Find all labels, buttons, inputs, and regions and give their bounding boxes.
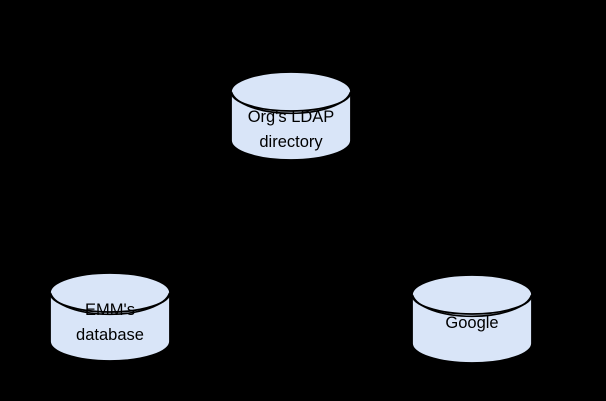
node-label-line: directory [259,133,323,151]
database-cylinder-icon [230,71,352,161]
node-google: Google [410,273,534,367]
node-label-org-ldap-directory: Org's LDAP directory [229,105,353,155]
node-label-google: Google [410,311,534,336]
node-label-line: EMM's [85,301,135,319]
database-cylinder-icon [49,272,171,362]
node-emm-database: EMM's database [48,271,172,365]
cylinder-inner-arc [411,294,533,318]
cylinder-top-ellipse [411,274,533,315]
node-label-line: Google [445,314,499,332]
node-label-emm-database: EMM's database [48,298,172,348]
node-label-line: database [76,326,144,344]
cylinder-top-ellipse [230,71,352,112]
cylinder-inner-arc [49,292,171,316]
node-org-ldap-directory: Org's LDAP directory [229,70,353,164]
database-cylinder-icon [411,274,533,364]
cylinder-top-ellipse [49,272,171,313]
node-label-line: Org's LDAP [247,108,335,126]
cylinder-inner-arc [230,91,352,115]
